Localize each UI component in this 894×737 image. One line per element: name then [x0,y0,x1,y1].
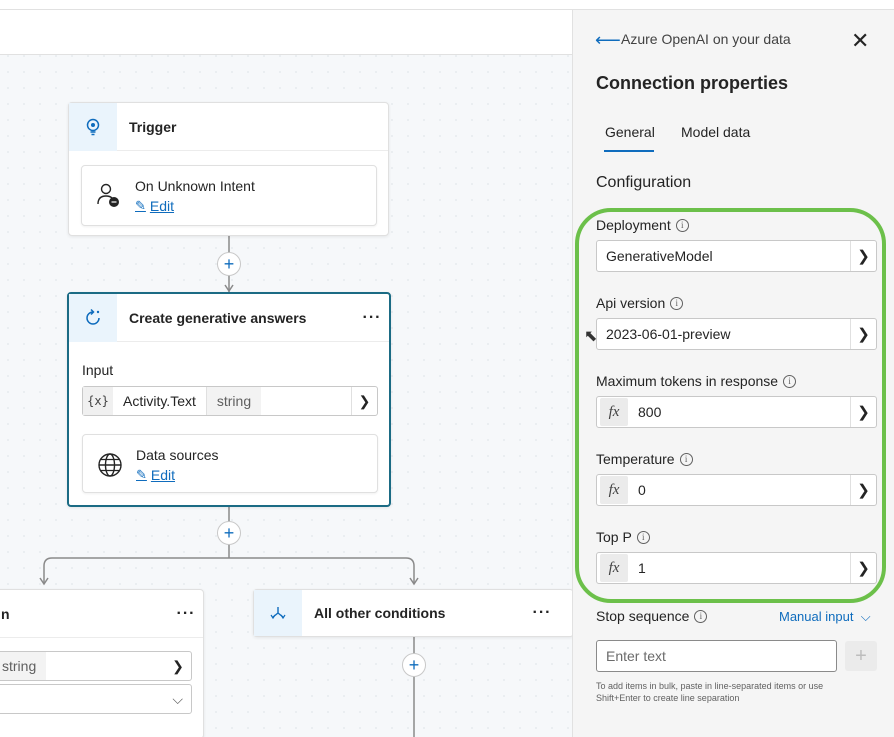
condition-node[interactable]: n ··· string ❯ ⌵ [0,589,204,737]
branch-icon [254,590,302,636]
chevron-right-icon[interactable]: ❯ [850,241,876,271]
stop-sequence-label: Stop sequence i [596,608,708,624]
deployment-label: Deployment i [596,217,689,233]
info-icon[interactable]: i [675,218,689,232]
edit-label: Edit [149,198,175,214]
temperature-label: Temperature i [596,451,693,467]
info-icon[interactable]: i [694,609,708,623]
generative-node-title: Create generative answers [129,309,307,326]
api-version-field[interactable]: 2023-06-01-preview ❯ [596,318,877,350]
max-tokens-value: 800 [638,404,662,420]
temperature-label-text: Temperature [596,451,675,467]
other-conditions-title: All other conditions [314,605,446,621]
api-version-label-text: Api version [596,295,666,311]
mouse-cursor-icon: ⬉ [584,328,598,345]
flow-connectors [39,236,419,737]
pencil-icon: ✎ [135,198,146,213]
deployment-value: GenerativeModel [606,248,713,264]
node-more-button[interactable]: ··· [362,308,382,326]
other-conditions-header: All other conditions ··· [254,590,572,636]
other-conditions-node[interactable]: All other conditions ··· [253,589,572,637]
add-node-button[interactable]: + [217,252,241,276]
stop-sequence-input[interactable]: Enter text [596,640,837,672]
info-icon[interactable]: i [679,452,693,466]
chevron-right-icon[interactable]: ❯ [850,553,876,583]
edit-label: Edit [150,467,176,483]
data-sources-card[interactable]: Data sources ✎ Edit [82,434,378,493]
unknown-intent-card[interactable]: On Unknown Intent ✎ Edit [81,165,377,226]
chevron-down-icon: ⌵ [857,609,871,624]
max-tokens-label-text: Maximum tokens in response [596,373,779,389]
generative-refresh-icon [69,293,117,342]
generative-node-header: Create generative answers ··· [69,293,389,342]
deployment-label-text: Deployment [596,217,671,233]
chevron-right-icon[interactable]: ❯ [850,397,876,427]
condition-operator-dropdown[interactable]: ⌵ [0,684,192,714]
configuration-heading: Configuration [596,174,692,191]
close-icon[interactable]: ✕ [851,28,870,53]
info-icon[interactable]: i [783,374,797,388]
node-more-button[interactable]: ··· [176,604,196,622]
chevron-down-icon: ⌵ [172,690,183,707]
deployment-field[interactable]: GenerativeModel ❯ [596,240,877,272]
node-more-button[interactable]: ··· [532,604,552,621]
data-sources-title: Data sources [136,447,219,463]
condition-node-title: n [1,605,10,622]
data-sources-edit-link[interactable]: ✎ Edit [136,467,175,483]
trigger-node[interactable]: Trigger On Unknown Intent ✎ Edit [68,102,389,236]
formula-icon[interactable]: fx [600,476,628,504]
top-p-label-text: Top P [596,529,632,545]
input-variable-value: Activity.Text [123,393,196,409]
add-node-button[interactable]: + [217,521,241,545]
globe-icon [97,452,123,478]
info-icon[interactable]: i [670,296,684,310]
stop-sequence-label-text: Stop sequence [596,608,690,624]
trigger-node-header: Trigger [69,102,388,151]
chevron-right-icon[interactable]: ❯ [850,319,876,349]
panel-title: Connection properties [596,73,789,93]
input-mode-dropdown[interactable]: Manual input ⌵ [779,609,871,625]
input-type-badge: string [205,387,262,415]
top-p-label: Top P i [596,529,650,545]
formula-icon[interactable]: fx [600,554,628,582]
temperature-field[interactable]: fx 0 ❯ [596,474,877,506]
input-mode-label: Manual input [779,609,854,624]
top-p-value: 1 [638,560,646,576]
pencil-icon: ✎ [136,467,147,482]
person-chat-icon [96,182,122,208]
condition-node-header: n ··· [0,590,203,638]
max-tokens-field[interactable]: fx 800 ❯ [596,396,877,428]
chevron-right-icon[interactable]: ❯ [351,387,377,415]
flow-canvas[interactable]: Trigger On Unknown Intent ✎ Edit + Creat… [0,0,572,737]
api-version-label: Api version i [596,295,684,311]
top-p-field[interactable]: fx 1 ❯ [596,552,877,584]
panel-breadcrumb[interactable]: Azure OpenAI on your data [621,31,791,47]
unknown-intent-title: On Unknown Intent [135,178,255,194]
chevron-right-icon[interactable]: ❯ [172,657,184,674]
tab-model-data[interactable]: Model data [681,124,751,140]
back-arrow-icon[interactable]: ⟵ [595,30,621,50]
bulk-add-hint: To add items in bulk, paste in line-sepa… [596,681,824,703]
max-tokens-label: Maximum tokens in response i [596,373,797,389]
generative-answers-node[interactable]: Create generative answers ··· Input {x} … [67,292,391,507]
tab-general[interactable]: General [605,124,655,140]
condition-variable-field[interactable]: string ❯ [0,651,192,681]
condition-type-badge: string [0,652,47,680]
api-version-value: 2023-06-01-preview [606,326,731,342]
variable-icon: {x} [83,387,113,415]
app-top-bar [0,0,894,10]
temperature-value: 0 [638,482,646,498]
formula-icon[interactable]: fx [600,398,628,426]
info-icon[interactable]: i [636,530,650,544]
chevron-right-icon[interactable]: ❯ [850,475,876,505]
add-stop-sequence-button[interactable]: + [845,641,877,671]
input-label: Input [82,362,114,378]
trigger-node-title: Trigger [129,118,177,135]
input-variable-field[interactable]: {x} Activity.Text string ❯ [82,386,378,416]
properties-panel: ⟵ Azure OpenAI on your data ✕ Connection… [572,10,894,737]
lightbulb-icon [69,102,117,151]
add-node-button[interactable]: + [402,653,426,677]
trigger-edit-link[interactable]: ✎ Edit [135,198,174,214]
active-tab-indicator [604,150,654,152]
